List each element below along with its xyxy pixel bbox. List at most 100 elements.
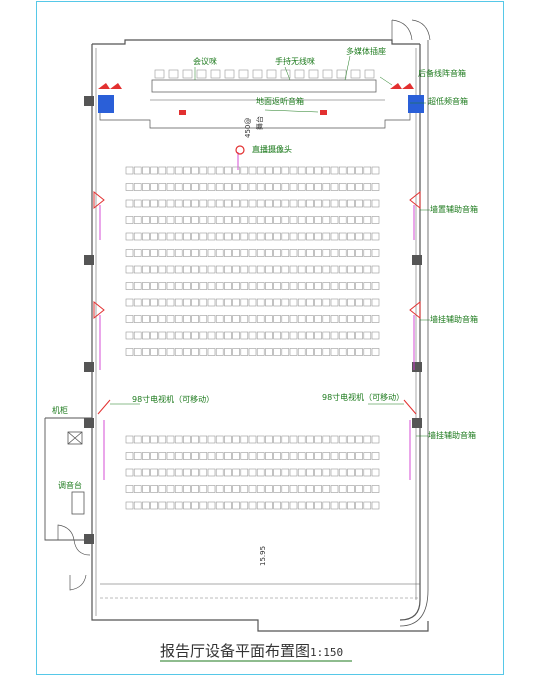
seat: [347, 485, 355, 493]
seat: [371, 468, 380, 477]
stage-chair: [294, 69, 305, 79]
seat: [281, 501, 290, 510]
seat: [306, 249, 314, 257]
floor-speaker-left: [179, 110, 186, 115]
label-line-array: 后备线阵音箱: [418, 68, 466, 78]
seat: [150, 348, 158, 356]
seat: [248, 348, 257, 356]
seat: [142, 485, 150, 493]
seat: [240, 348, 249, 356]
seat: [371, 298, 380, 307]
seat: [281, 315, 290, 323]
seat: [322, 485, 331, 493]
label-tv-right: 98寸电视机（可移动）: [322, 392, 404, 402]
seat: [174, 468, 183, 477]
columns: [84, 96, 422, 544]
seat: [133, 282, 142, 290]
seat: [281, 199, 290, 208]
seat: [224, 331, 232, 340]
seat: [158, 315, 167, 323]
seat: [248, 468, 257, 477]
seat: [363, 435, 372, 444]
seat: [199, 298, 208, 307]
seat: [322, 199, 331, 208]
seat: [363, 452, 372, 460]
label-console: 调音台: [58, 480, 82, 490]
seat: [142, 331, 150, 340]
seat: [265, 166, 273, 175]
seat: [142, 216, 150, 224]
seat: [133, 232, 142, 241]
seat: [174, 232, 183, 241]
seat: [150, 485, 158, 493]
seat: [133, 166, 142, 175]
seat: [273, 452, 281, 460]
stage-chair: [224, 69, 235, 79]
seat: [125, 249, 134, 257]
seat: [150, 166, 158, 175]
seat: [297, 315, 306, 323]
seat: [281, 216, 290, 224]
seat: [248, 331, 257, 340]
seat: [232, 435, 240, 444]
seat: [207, 468, 216, 477]
seat: [289, 331, 298, 340]
seat: [166, 331, 175, 340]
seat: [347, 232, 355, 241]
seat: [314, 166, 322, 175]
seat: [297, 249, 306, 257]
seat: [273, 298, 281, 307]
console-icon: [71, 491, 85, 515]
seat: [125, 452, 134, 460]
seat: [125, 485, 134, 493]
seat: [256, 282, 265, 290]
aux-speaker-icon: [93, 190, 105, 210]
seat: [256, 501, 265, 510]
seat: [232, 249, 240, 257]
seat: [215, 232, 224, 241]
seat: [240, 183, 249, 191]
seat: [166, 315, 175, 323]
seat: [265, 232, 273, 241]
aux-speaker-icon: [409, 300, 421, 320]
seat: [256, 232, 265, 241]
seat: [215, 298, 224, 307]
seat: [248, 183, 257, 191]
seat: [125, 435, 134, 444]
drawing-frame: [36, 1, 504, 675]
seat: [256, 183, 265, 191]
seat: [248, 265, 257, 274]
seat: [314, 485, 322, 493]
seat: [265, 468, 273, 477]
seat: [338, 166, 347, 175]
seat: [133, 298, 142, 307]
seat: [183, 282, 191, 290]
seat: [371, 435, 380, 444]
seat: [224, 315, 232, 323]
seat: [133, 501, 142, 510]
seat: [215, 468, 224, 477]
label-aux-2: 墙挂辅助音箱: [430, 314, 478, 324]
seat: [330, 166, 339, 175]
seat: [150, 315, 158, 323]
seat: [215, 452, 224, 460]
seat: [256, 435, 265, 444]
seat: [347, 265, 355, 274]
seat: [355, 298, 363, 307]
seat: [314, 249, 322, 257]
seat: [322, 265, 331, 274]
stage-chair: [182, 69, 193, 79]
seat: [207, 166, 216, 175]
seat: [191, 166, 199, 175]
seat: [142, 348, 150, 356]
seat: [273, 199, 281, 208]
seat: [174, 166, 183, 175]
seat: [281, 298, 290, 307]
seat: [224, 298, 232, 307]
seat: [281, 435, 290, 444]
seat: [133, 199, 142, 208]
seat: [174, 348, 183, 356]
seat: [297, 331, 306, 340]
seat: [355, 452, 363, 460]
seat: [355, 282, 363, 290]
